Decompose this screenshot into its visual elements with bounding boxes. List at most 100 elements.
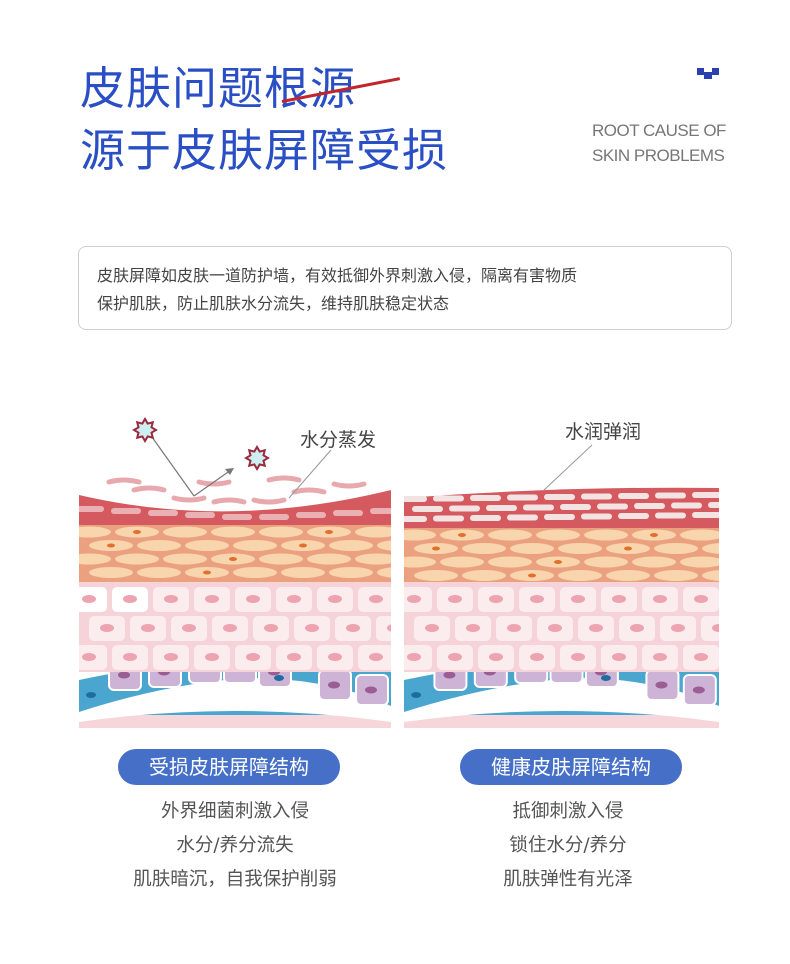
- nucleus: [694, 653, 708, 661]
- nucleus: [530, 653, 544, 661]
- point: 肌肤弹性有光泽: [503, 869, 633, 890]
- granular-cell: [584, 556, 628, 568]
- granular-cell: [558, 570, 602, 581]
- corneocyte: [333, 510, 363, 516]
- granular-cell: [488, 556, 532, 568]
- granular-cell: [233, 540, 277, 551]
- corneocyte: [708, 502, 719, 508]
- corneocyte: [581, 513, 612, 520]
- corneocyte: [79, 506, 104, 512]
- corneocyte: [544, 494, 575, 500]
- corneocyte: [634, 503, 665, 509]
- nucleus: [466, 624, 480, 632]
- granular-cell: [281, 567, 325, 578]
- granular-cell: [79, 553, 111, 565]
- nucleus: [100, 624, 114, 632]
- nucleus: [182, 624, 196, 632]
- evaporating-moisture: [131, 485, 167, 493]
- corneocyte: [404, 516, 427, 522]
- granular-cell: [510, 543, 554, 554]
- granular-cell: [462, 543, 506, 554]
- granular-cell: [259, 526, 303, 538]
- granular-cell: [355, 553, 391, 565]
- corneocyte: [296, 512, 326, 518]
- healthy-skin-illustration: [404, 444, 719, 728]
- nucleus: [425, 624, 439, 632]
- spinous-cell: [376, 616, 391, 641]
- nucleus: [287, 595, 301, 603]
- point: 外界细菌刺激入侵: [160, 801, 309, 822]
- corneocyte: [148, 510, 178, 516]
- granular-cell: [584, 529, 628, 541]
- corneocyte: [581, 493, 612, 500]
- granular-cell: [259, 553, 303, 565]
- corneocyte: [523, 504, 554, 511]
- point: 锁住水分/养分: [509, 835, 627, 856]
- nucleus: [203, 570, 211, 575]
- nucleus: [630, 624, 644, 632]
- granular-cell: [89, 567, 133, 578]
- spinous-cell: [701, 616, 719, 641]
- corneocyte: [449, 505, 480, 512]
- corneocyte: [185, 512, 215, 518]
- granular-cell: [163, 553, 207, 565]
- granular-cell: [558, 543, 602, 554]
- nucleus: [443, 671, 456, 679]
- annotation-hydrated: 水润弹润: [565, 421, 642, 443]
- nucleus: [107, 543, 115, 548]
- granular-cell: [680, 556, 719, 568]
- nucleus: [458, 533, 466, 537]
- corneocyte: [597, 503, 628, 510]
- corneocyte: [404, 496, 427, 502]
- damaged-barrier-label: 受损皮肤屏障结构: [118, 749, 340, 785]
- nucleus: [530, 595, 544, 603]
- intro-box: 皮肤屏障如皮肤一道防护墙，有效抵御外界刺激入侵，隔离有害物质 保护肌肤，防止肌肤…: [78, 246, 732, 330]
- nucleus: [554, 560, 562, 564]
- nucleus: [246, 595, 260, 603]
- nucleus: [246, 653, 260, 661]
- corneocyte: [433, 495, 464, 502]
- nucleus: [328, 653, 342, 661]
- granular-cell: [211, 526, 255, 538]
- nucleus: [86, 692, 96, 698]
- corneocyte: [544, 514, 575, 520]
- nucleus: [325, 530, 333, 534]
- evaporating-moisture: [196, 479, 232, 487]
- annotation-evaporation: 水分蒸发: [300, 429, 377, 451]
- annotation-leader: [543, 444, 593, 491]
- nucleus: [82, 653, 96, 661]
- nucleus: [287, 653, 301, 661]
- point: 水分/养分流失: [176, 835, 294, 856]
- subtitle-en-line-2: SKIN PROBLEMS: [592, 146, 725, 165]
- point: 肌肤暗沉，自我保护削弱: [133, 869, 337, 890]
- corneocyte: [412, 506, 443, 512]
- corneocyte: [692, 512, 719, 518]
- granular-cell: [377, 567, 391, 578]
- nucleus: [624, 546, 632, 551]
- corneocyte: [433, 515, 464, 522]
- granular-cell: [185, 540, 229, 551]
- granular-cell: [329, 540, 373, 551]
- granular-cell: [702, 543, 719, 554]
- granular-cell: [654, 543, 698, 554]
- evaporating-moisture: [211, 497, 247, 505]
- nucleus: [448, 595, 462, 603]
- nucleus: [369, 653, 383, 661]
- granular-cell: [377, 540, 391, 551]
- granular-cell: [404, 556, 436, 568]
- granular-cell: [163, 526, 207, 538]
- intro-line-1: 皮肤屏障如皮肤一道防护墙，有效抵御外界刺激入侵，隔离有害物质: [97, 266, 578, 285]
- corneocyte: [470, 515, 501, 521]
- granular-cell: [462, 570, 506, 581]
- granular-cell: [355, 526, 391, 538]
- nucleus: [205, 595, 219, 603]
- nucleus: [507, 624, 521, 632]
- nucleus: [448, 653, 462, 661]
- nucleus: [328, 595, 342, 603]
- nucleus: [407, 653, 421, 661]
- nucleus: [650, 533, 658, 537]
- nucleus: [671, 624, 685, 632]
- pathogen-path: [146, 429, 195, 497]
- granular-cell: [680, 529, 719, 541]
- nucleus: [571, 653, 585, 661]
